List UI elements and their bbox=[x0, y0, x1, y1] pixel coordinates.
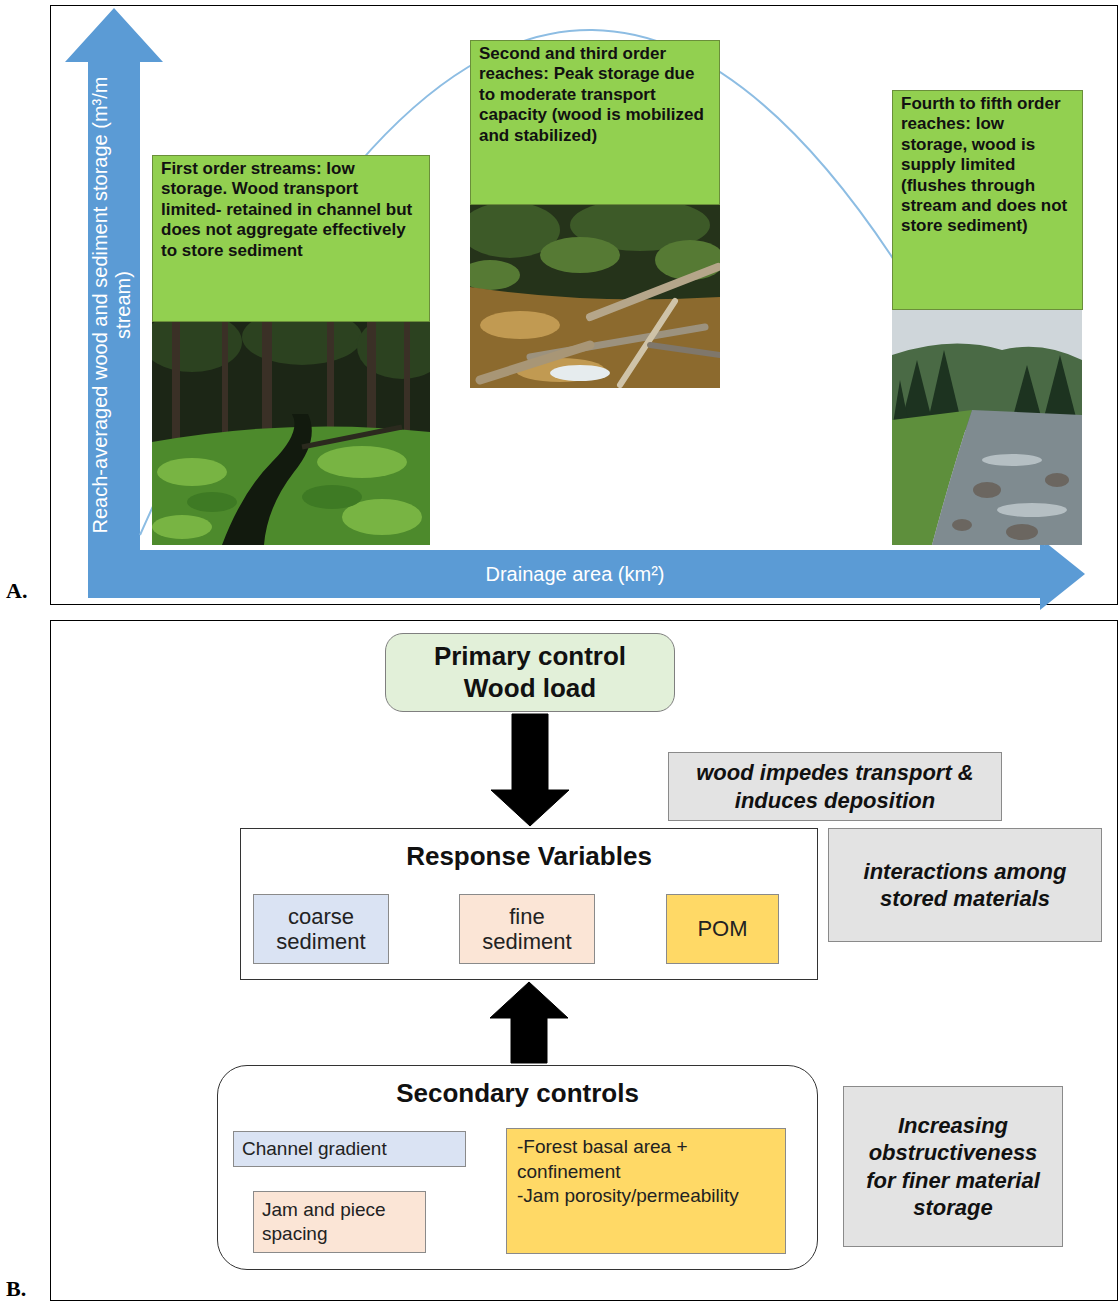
variable-box: POM bbox=[666, 894, 779, 964]
y-axis-arrow bbox=[65, 8, 163, 598]
description-box: Second and third order reaches: Peak sto… bbox=[470, 40, 720, 205]
box-text: Response Variables bbox=[251, 841, 807, 872]
control-factor-box: Channel gradient bbox=[233, 1131, 466, 1167]
description-box: Fourth to fifth order reaches: low stora… bbox=[892, 90, 1083, 310]
wood-jam-photo bbox=[470, 205, 720, 388]
x-axis-arrow bbox=[88, 538, 1085, 610]
note-box: Increasing obstructiveness for finer mat… bbox=[843, 1086, 1063, 1247]
control-factor-box: Jam and piece spacing bbox=[253, 1191, 426, 1253]
block-arrow bbox=[491, 714, 569, 826]
panel-letter: B. bbox=[6, 1276, 26, 1302]
box-text: Increasing obstructiveness for finer mat… bbox=[854, 1112, 1052, 1222]
box-text: Second and third order reaches: Peak sto… bbox=[479, 44, 711, 146]
note-box: interactions among stored materials bbox=[828, 828, 1102, 942]
box-text: Channel gradient bbox=[242, 1138, 457, 1161]
control-box: Primary controlWood load bbox=[385, 633, 675, 712]
box-text: -Forest basal area + confinement bbox=[517, 1135, 775, 1184]
box-text: Secondary controls bbox=[228, 1078, 807, 1109]
forest-photo bbox=[152, 322, 430, 545]
river-photo bbox=[892, 310, 1082, 545]
box-text-secondary: Wood load bbox=[396, 673, 664, 704]
box-text: interactions among stored materials bbox=[839, 858, 1091, 913]
variable-box: fine sediment bbox=[459, 894, 595, 964]
note-box: wood impedes transport & induces deposit… bbox=[668, 752, 1002, 821]
group-box: Secondary controlsChannel gradientJam an… bbox=[217, 1065, 818, 1270]
panel-letter: A. bbox=[6, 578, 27, 604]
variable-box: coarse sediment bbox=[253, 894, 389, 964]
group-box: Response Variables coarse sediment fine se… bbox=[240, 828, 818, 980]
box-text: coarse sediment bbox=[260, 904, 382, 955]
box-text: Jam and piece spacing bbox=[262, 1198, 417, 1246]
box-text: Fourth to fifth order reaches: low stora… bbox=[901, 94, 1074, 237]
axis-label: Drainage area (km²) bbox=[340, 561, 810, 587]
box-text: fine sediment bbox=[466, 904, 588, 955]
box-text: POM bbox=[673, 916, 772, 941]
control-factor-box: -Forest basal area + confinement-Jam por… bbox=[506, 1128, 786, 1254]
block-arrow bbox=[490, 982, 568, 1063]
box-text: wood impedes transport & induces deposit… bbox=[679, 759, 991, 814]
box-text: Primary control bbox=[396, 641, 664, 672]
description-box: First order streams: low storage. Wood t… bbox=[152, 155, 430, 322]
axis-label: Reach-averaged wood and sediment storage… bbox=[89, 65, 139, 545]
box-text-secondary: -Jam porosity/permeability bbox=[517, 1184, 775, 1209]
box-text: First order streams: low storage. Wood t… bbox=[161, 159, 421, 261]
